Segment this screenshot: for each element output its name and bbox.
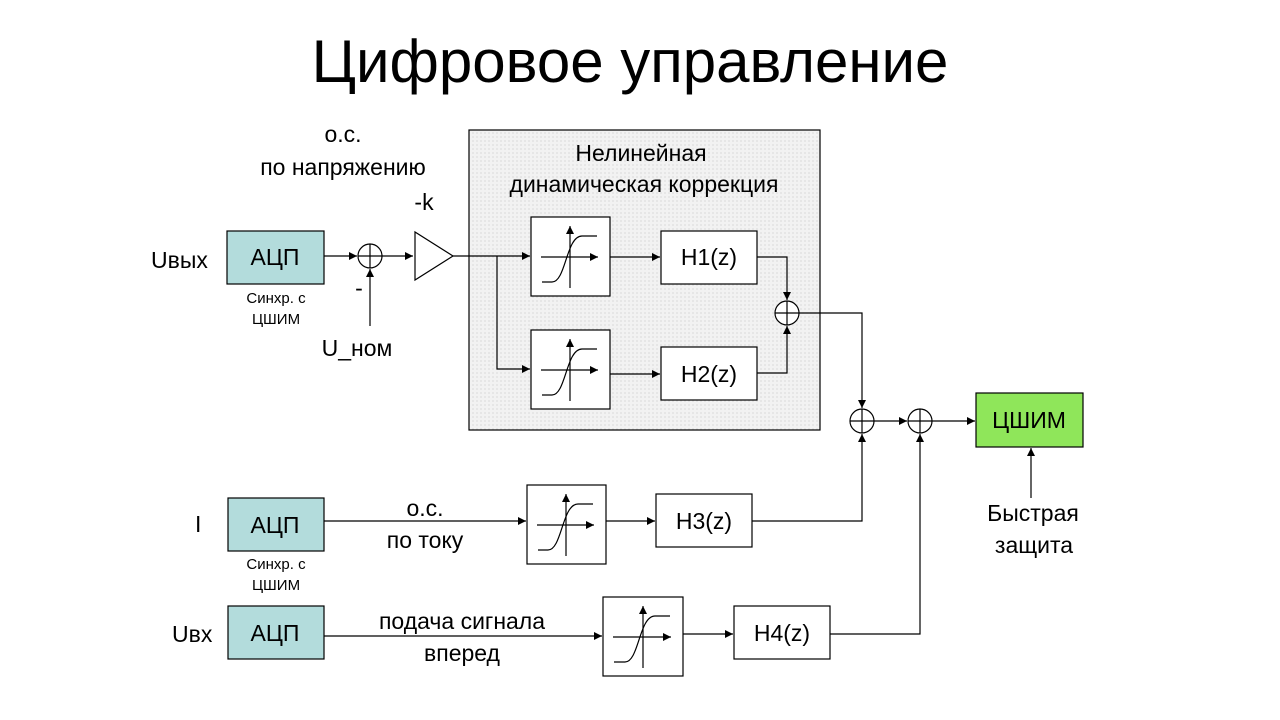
adc-label-voltage: АЦП bbox=[251, 244, 300, 270]
sync-label-line2-current: ЦШИМ bbox=[252, 577, 300, 594]
summing-junction-feedforward bbox=[907, 408, 933, 434]
wire-gain-to-nl2 bbox=[496, 256, 530, 373]
adc-block-current bbox=[227, 497, 325, 552]
input-label-uin: Uвх bbox=[172, 621, 213, 647]
sync-label-line1-voltage: Синхр. с bbox=[246, 290, 306, 307]
filter-h3-label: H3(z) bbox=[676, 508, 732, 534]
sync-label-line2-voltage: ЦШИМ bbox=[252, 311, 300, 328]
adc-block-voltage bbox=[226, 230, 325, 285]
adc-label-current: АЦП bbox=[251, 512, 300, 538]
feedback-current-line2: по току bbox=[387, 527, 464, 553]
sync-label-line1-current: Синхр. с bbox=[246, 556, 306, 573]
pwm-block bbox=[975, 392, 1084, 448]
feedforward-line2: вперед bbox=[424, 640, 501, 666]
feedback-voltage-line2: по напряжению bbox=[260, 154, 426, 180]
fast-protection-line1: Быстрая bbox=[987, 500, 1079, 526]
input-label-current: I bbox=[195, 511, 201, 537]
adc-label-uin: АЦП bbox=[251, 620, 300, 646]
summing-junction-correction bbox=[774, 300, 800, 326]
feedforward-line1: подача сигнала bbox=[379, 608, 545, 634]
summing-junction-error bbox=[357, 243, 383, 269]
gain-label: -k bbox=[414, 189, 434, 215]
wire-h2-to-sum bbox=[757, 326, 791, 374]
page-title: Цифровое управление bbox=[312, 28, 949, 95]
feedback-current-line1: о.с. bbox=[406, 495, 443, 521]
filter-h1-label: H1(z) bbox=[681, 244, 737, 270]
region-label-line1: Нелинейная bbox=[575, 140, 706, 166]
reference-label: U_ном bbox=[322, 335, 393, 361]
nonlinear-correction-region bbox=[468, 129, 821, 431]
region-label-line2: динамическая коррекция bbox=[510, 171, 779, 197]
minus-sign: - bbox=[355, 275, 363, 301]
wire-h1-to-sum bbox=[757, 256, 791, 300]
filter-h4-label: H4(z) bbox=[754, 620, 810, 646]
pwm-label: ЦШИМ bbox=[992, 407, 1066, 433]
filter-h1 bbox=[660, 230, 758, 285]
adc-block-uin bbox=[227, 605, 325, 660]
wire-correction-to-sum bbox=[799, 312, 866, 408]
input-label-uout: Uвых bbox=[151, 247, 208, 273]
nonlinearity-block-2 bbox=[530, 329, 611, 410]
filter-h4 bbox=[733, 605, 831, 660]
gain-amplifier bbox=[414, 230, 455, 282]
fast-protection-line2: защита bbox=[995, 532, 1073, 558]
filter-h2 bbox=[660, 346, 758, 401]
filter-h2-label: H2(z) bbox=[681, 361, 737, 387]
nonlinearity-block-1 bbox=[530, 216, 611, 297]
nonlinearity-block-4 bbox=[602, 596, 684, 677]
summing-junction-main bbox=[849, 408, 875, 434]
nonlinearity-block-3 bbox=[526, 484, 607, 565]
feedback-voltage-line1: о.с. bbox=[324, 121, 361, 147]
wire-h3-to-sum bbox=[752, 434, 866, 522]
wire-h4-to-sum bbox=[830, 434, 924, 635]
